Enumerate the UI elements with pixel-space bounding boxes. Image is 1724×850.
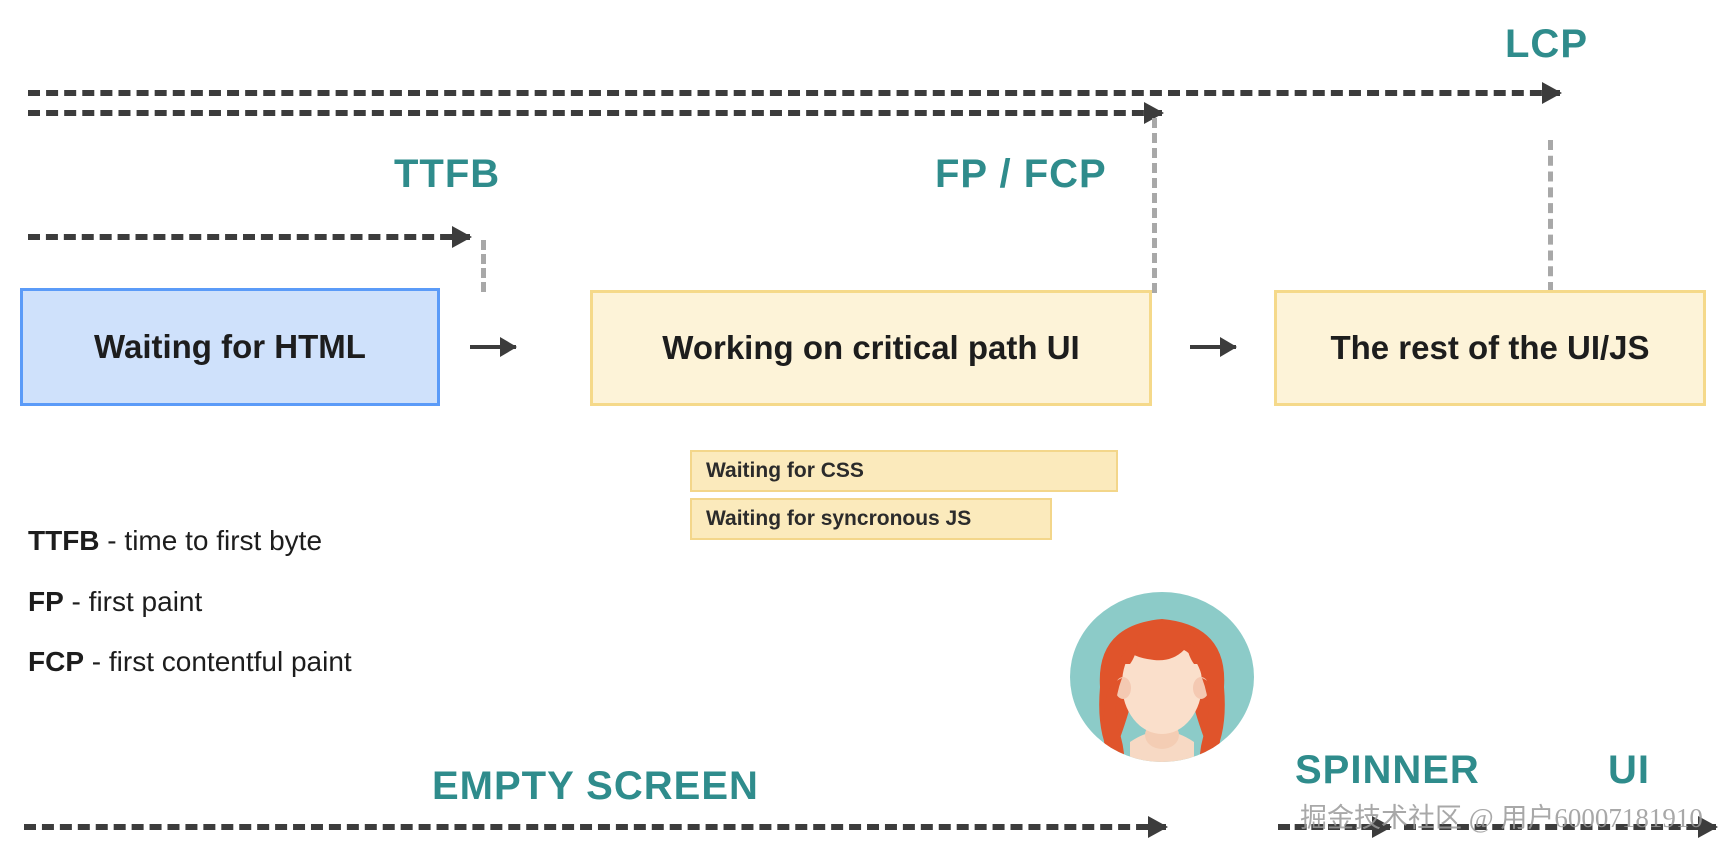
phase-label-spinner: SPINNER <box>1295 748 1480 792</box>
subprocess-box-waiting-css[interactable]: Waiting for CSS <box>690 450 1118 492</box>
subprocess-label: Waiting for CSS <box>706 459 864 482</box>
phase-arrow-spinner <box>1278 816 1392 838</box>
timeline-arrow-ttfb <box>28 226 472 248</box>
process-box-waiting-html[interactable]: Waiting for HTML <box>20 288 440 406</box>
process-box-label: Working on critical path UI <box>662 329 1080 366</box>
subprocess-box-waiting-sync-js[interactable]: Waiting for syncronous JS <box>690 498 1052 540</box>
avatar-icon <box>1070 592 1254 762</box>
legend-desc: - time to first byte <box>99 525 323 556</box>
milestone-label-fp-fcp: FP / FCP <box>935 152 1107 196</box>
process-box-label: The rest of the UI/JS <box>1330 329 1650 366</box>
phase-arrow-ui <box>1404 816 1718 838</box>
subprocess-label: Waiting for syncronous JS <box>706 507 972 530</box>
timeline-arrow-fp-fcp <box>28 102 1164 124</box>
guideline-lcp <box>1548 140 1553 292</box>
legend-abbr: FCP <box>28 646 84 677</box>
legend-item-fcp: FCP - first contentful paint <box>28 646 352 678</box>
timeline-arrow-lcp <box>28 82 1562 104</box>
guideline-ttfb <box>481 240 486 292</box>
legend-desc: - first paint <box>63 586 203 617</box>
process-box-label: Waiting for HTML <box>94 328 366 365</box>
milestone-label-lcp: LCP <box>1505 22 1588 66</box>
legend-abbr: FP <box>28 586 64 617</box>
process-box-rest-of-ui[interactable]: The rest of the UI/JS <box>1274 290 1706 406</box>
milestone-label-ttfb: TTFB <box>394 152 501 196</box>
connector-arrow-2 <box>1190 337 1237 357</box>
guideline-fp-fcp <box>1152 118 1157 293</box>
phase-arrow-empty-screen <box>24 816 1168 838</box>
process-box-critical-path[interactable]: Working on critical path UI <box>590 290 1152 406</box>
phase-label-empty-screen: EMPTY SCREEN <box>432 764 759 808</box>
connector-arrow-1 <box>470 337 517 357</box>
legend-abbr: TTFB <box>28 525 100 556</box>
phase-label-ui: UI <box>1608 748 1650 792</box>
legend-desc: - first contentful paint <box>84 646 352 677</box>
watermark-text: 掘金技术社区 @ 用户60007181910 <box>1300 803 1703 833</box>
legend-item-ttfb: TTFB - time to first byte <box>28 525 322 557</box>
legend-item-fp: FP - first paint <box>28 586 202 618</box>
woman-avatar-illustration <box>1070 592 1255 762</box>
